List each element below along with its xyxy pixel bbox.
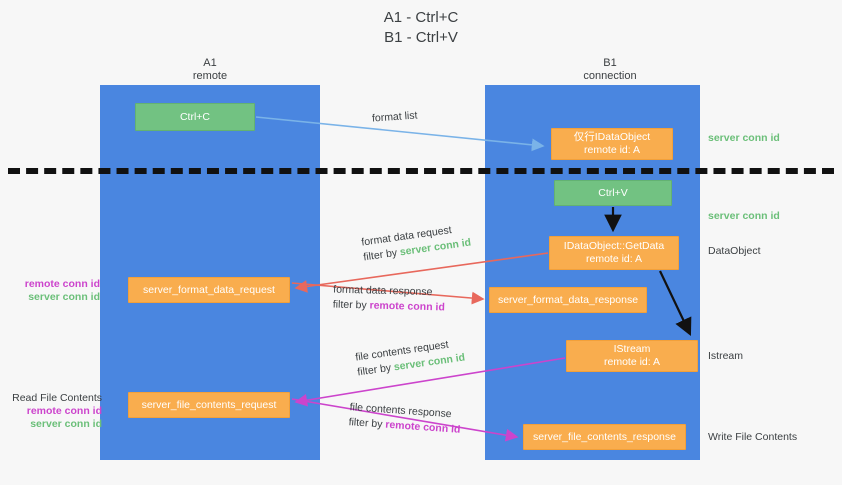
annotation-read-file-contents: Read File Contents xyxy=(12,392,102,404)
annotation-server-conn-id: server conn id xyxy=(30,418,102,430)
node-ctrl-v-label: Ctrl+V xyxy=(598,186,628,199)
connector-file-contents-response xyxy=(291,398,519,442)
annotation-conn-ids-upper: remote conn id server conn id xyxy=(8,278,100,304)
filter-prefix: filter by xyxy=(356,361,395,379)
filter-key-remote-conn-id: remote conn id xyxy=(384,418,461,436)
edge-label-format-data-response: format data response filter by remote co… xyxy=(333,283,446,316)
node-server-format-data-response[interactable]: server_format_data_response xyxy=(489,287,647,313)
annotation-istream: Istream xyxy=(708,350,744,362)
node-ctrl-v[interactable]: Ctrl+V xyxy=(554,180,672,206)
title-line-1: A1 - Ctrl+C xyxy=(383,9,459,26)
edge-label-format-list-text: format list xyxy=(371,109,418,125)
node-format-data-request-label: server_format_data_request xyxy=(143,283,275,296)
node-idataobject-getdata[interactable]: IDataObject::GetData remote id: A xyxy=(549,236,679,270)
connector-format-data-response xyxy=(291,282,485,305)
node-istream[interactable]: IStream remote id: A xyxy=(566,340,698,372)
node-idataobject-line2: remote id: A xyxy=(583,144,641,156)
annotation-read-file-contents-group: Read File Contents remote conn id server… xyxy=(6,392,102,431)
annotation-remote-conn-id: remote conn id xyxy=(24,278,100,290)
annotation-server-conn-id: server conn id xyxy=(28,291,100,303)
filter-prefix: filter by xyxy=(348,416,386,431)
column-header-a1-name: A1 xyxy=(203,57,217,69)
node-ctrl-c-label: Ctrl+C xyxy=(179,110,211,123)
connector-format-data-request xyxy=(294,252,549,293)
node-getdata-line2: remote id: A xyxy=(585,253,643,265)
node-istream-line1: IStream xyxy=(613,343,651,355)
connector-file-contents-request xyxy=(294,357,566,407)
node-file-contents-request-label: server_file_contents_request xyxy=(141,398,277,411)
node-getdata-line1: IDataObject::GetData xyxy=(563,240,665,252)
node-ctrl-c[interactable]: Ctrl+C xyxy=(135,103,255,131)
node-server-file-contents-request[interactable]: server_file_contents_request xyxy=(128,392,290,418)
column-header-a1: A1 remote xyxy=(130,57,290,83)
connector-getdata-istream xyxy=(659,270,692,336)
filter-prefix: filter by xyxy=(362,246,401,264)
column-header-b1: B1 connection xyxy=(530,57,690,83)
annotation-dataobject: DataObject xyxy=(708,245,761,257)
annotation-remote-conn-id: remote conn id xyxy=(26,405,102,417)
title-line-2: B1 - Ctrl+V xyxy=(384,29,458,46)
phase-divider xyxy=(8,168,834,174)
connector-format-list xyxy=(255,116,545,152)
filter-key-remote-conn-id: remote conn id xyxy=(369,299,445,314)
annotation-server-conn-id-mid: server conn id xyxy=(708,210,780,222)
node-idataobject-line1: 仅行IDataObject xyxy=(573,131,651,143)
node-server-file-contents-response[interactable]: server_file_contents_response xyxy=(523,424,686,450)
node-file-contents-response-label: server_file_contents_response xyxy=(532,430,676,443)
node-server-format-data-request[interactable]: server_format_data_request xyxy=(128,277,290,303)
column-header-b1-sub: connection xyxy=(583,70,637,82)
edge-label-format-data-response-line2: filter by remote conn id xyxy=(333,298,445,316)
annotation-write-file-contents: Write File Contents xyxy=(708,431,798,443)
node-idataobject[interactable]: 仅行IDataObject remote id: A xyxy=(551,128,673,160)
node-istream-line2: remote id: A xyxy=(603,356,661,368)
edge-label-format-list: format list xyxy=(372,108,418,126)
filter-prefix: filter by xyxy=(332,298,370,312)
column-header-a1-sub: remote xyxy=(192,70,228,82)
annotation-server-conn-id-top: server conn id xyxy=(708,132,780,144)
page-title: A1 - Ctrl+C B1 - Ctrl+V xyxy=(0,8,842,48)
column-header-b1-name: B1 xyxy=(603,57,617,69)
node-format-data-response-label: server_format_data_response xyxy=(497,293,639,306)
